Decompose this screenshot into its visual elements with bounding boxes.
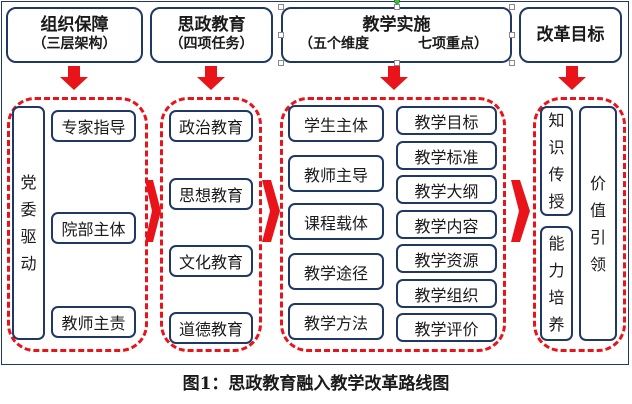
down-arrow-icons <box>60 66 586 90</box>
box-cultural-education: 文化教育 <box>169 245 253 277</box>
header-tasks-title: 思政教育 <box>177 15 246 35</box>
box-focus-point: 教学大纲 <box>396 175 497 204</box>
box-focus-point: 教学标准 <box>396 141 497 170</box>
knowledge-char: 传 <box>548 165 565 184</box>
selection-handle[interactable] <box>509 32 515 38</box>
header-goals: 改革目标 <box>519 7 622 63</box>
box-dimension: 课程载体 <box>288 203 384 240</box>
ability-char: 养 <box>548 314 565 334</box>
box-dimension: 教学途径 <box>288 253 384 290</box>
box-expert-guidance: 专家指导 <box>51 110 136 142</box>
selection-handle[interactable] <box>509 4 515 10</box>
ability-char: 培 <box>548 287 565 307</box>
selection-handle[interactable] <box>278 60 284 66</box>
party-char: 动 <box>20 254 37 273</box>
box-focus-point: 教学内容 <box>396 210 497 239</box>
header-tasks: 思政教育 （四项任务） <box>150 7 273 63</box>
header-organization: 组织保障 （三层架构） <box>6 7 143 63</box>
box-focus-point: 教学评价 <box>396 313 497 342</box>
ability-char: 能 <box>548 233 565 253</box>
box-dimension: 学生主体 <box>288 105 384 142</box>
header-implementation-subtitle-right: 七项重点） <box>418 36 488 52</box>
header-organization-title: 组织保障 <box>40 15 109 35</box>
selection-handle[interactable] <box>394 4 400 10</box>
selection-handle[interactable] <box>509 60 515 66</box>
header-organization-subtitle: （三层架构） <box>32 36 117 52</box>
party-char: 委 <box>20 200 37 219</box>
knowledge-char: 授 <box>548 192 565 211</box>
knowledge-char: 知 <box>548 111 565 130</box>
figure-caption: 图1：思政教育融入教学改革路线图 <box>182 374 450 394</box>
selection-handle[interactable] <box>278 32 284 38</box>
box-dimension: 教学方法 <box>288 303 384 340</box>
ability-char: 力 <box>548 260 565 280</box>
selection-handle[interactable] <box>278 4 284 10</box>
knowledge-char: 识 <box>548 138 565 157</box>
box-knowledge-transfer: 知 识 传 授 <box>540 106 573 216</box>
group-organization <box>7 97 148 352</box>
box-focus-point: 教学目标 <box>396 106 497 135</box>
chevron-right-icon <box>145 180 161 242</box>
header-implementation-title: 教学实施 <box>362 15 431 35</box>
vertical-box-party-committee: 党 委 驱 动 <box>12 106 45 340</box>
selection-handle[interactable] <box>394 60 400 66</box>
value-char: 价 <box>589 173 606 193</box>
down-arrow-icon <box>197 66 225 90</box>
group-goals <box>533 97 626 352</box>
box-political-education: 政治教育 <box>169 110 253 142</box>
box-value-guidance: 价 值 引 领 <box>579 106 617 341</box>
party-char: 驱 <box>20 227 37 246</box>
value-char: 引 <box>589 227 606 247</box>
box-dimension: 教师主导 <box>288 155 384 192</box>
value-char: 领 <box>589 254 606 274</box>
down-arrow-icon <box>380 66 408 90</box>
value-char: 值 <box>589 200 606 220</box>
party-char: 党 <box>20 173 37 192</box>
down-arrow-icon <box>60 66 88 90</box>
down-arrow-icon <box>558 66 586 90</box>
header-implementation-subtitle-left: （五个维度 <box>299 36 369 52</box>
box-focus-point: 教学组织 <box>396 279 497 308</box>
box-ideological-education: 思想教育 <box>169 178 253 210</box>
chevron-right-icons <box>145 180 530 242</box>
chevron-right-icon <box>262 180 280 242</box>
box-teacher-responsibility: 教师主责 <box>51 306 136 338</box>
box-moral-education: 道德教育 <box>169 312 253 344</box>
group-implementation <box>280 97 506 352</box>
box-ability-training: 能 力 培 养 <box>540 226 573 341</box>
box-school-subject: 院部主体 <box>51 212 136 244</box>
box-focus-point: 教学资源 <box>396 244 497 273</box>
chevron-right-icon <box>511 180 530 242</box>
rotation-handle[interactable] <box>394 0 400 4</box>
group-tasks <box>160 97 262 352</box>
header-goals-title: 改革目标 <box>536 25 605 45</box>
header-tasks-subtitle: （四项任务） <box>169 36 254 52</box>
